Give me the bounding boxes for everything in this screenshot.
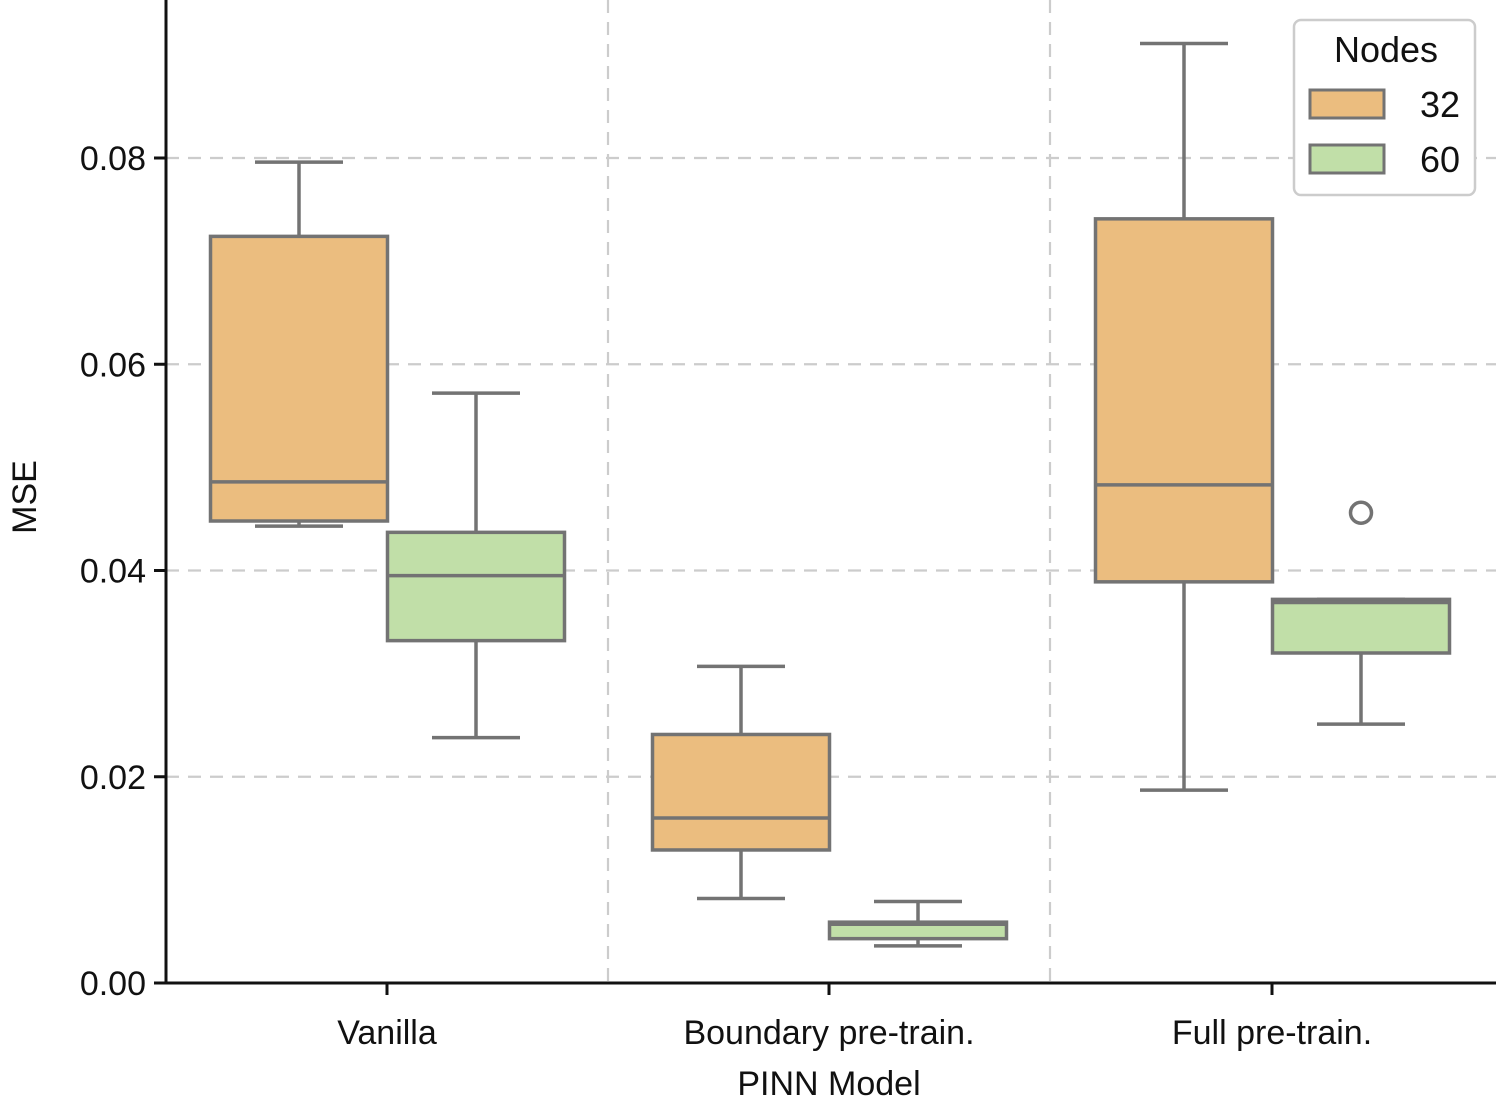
x-ticks: Vanilla Boundary pre-train. Full pre-train…	[337, 983, 1372, 1052]
legend-label: 32	[1420, 84, 1460, 125]
box-60-3	[1273, 502, 1450, 724]
outlier-point	[1351, 502, 1372, 523]
y-tick-label: 0.08	[80, 140, 146, 178]
y-tick-label: 0.00	[80, 965, 146, 1003]
y-tick-label: 0.04	[80, 553, 146, 591]
legend-item-32: 32	[1310, 84, 1460, 125]
box-32-2	[653, 666, 830, 898]
box-body	[211, 236, 388, 521]
legend: Nodes 32 60	[1294, 20, 1475, 195]
box-32-3	[1096, 44, 1273, 791]
x-axis-label: PINN Model	[737, 1065, 920, 1103]
legend-swatch	[1310, 145, 1384, 173]
legend-item-60: 60	[1310, 139, 1460, 180]
box-body	[1096, 219, 1273, 582]
legend-label: 60	[1420, 139, 1460, 180]
box-plot-series	[211, 44, 1450, 946]
box-body	[653, 734, 830, 850]
x-tick-label: Full pre-train.	[1172, 1014, 1372, 1052]
x-tick-label: Boundary pre-train.	[683, 1014, 974, 1052]
legend-swatch	[1310, 90, 1384, 118]
y-tick-label: 0.06	[80, 346, 146, 384]
y-tick-label: 0.02	[80, 759, 146, 797]
box-body	[388, 532, 565, 640]
box-32-1	[211, 162, 388, 526]
box-60-2	[830, 902, 1007, 946]
y-ticks: 0.00 0.02 0.04 0.06 0.08	[80, 140, 166, 1003]
box-60-1	[388, 393, 565, 737]
legend-title: Nodes	[1334, 29, 1438, 70]
y-axis-label: MSE	[6, 460, 44, 534]
x-tick-label: Vanilla	[337, 1014, 437, 1052]
box-body	[1273, 599, 1450, 653]
